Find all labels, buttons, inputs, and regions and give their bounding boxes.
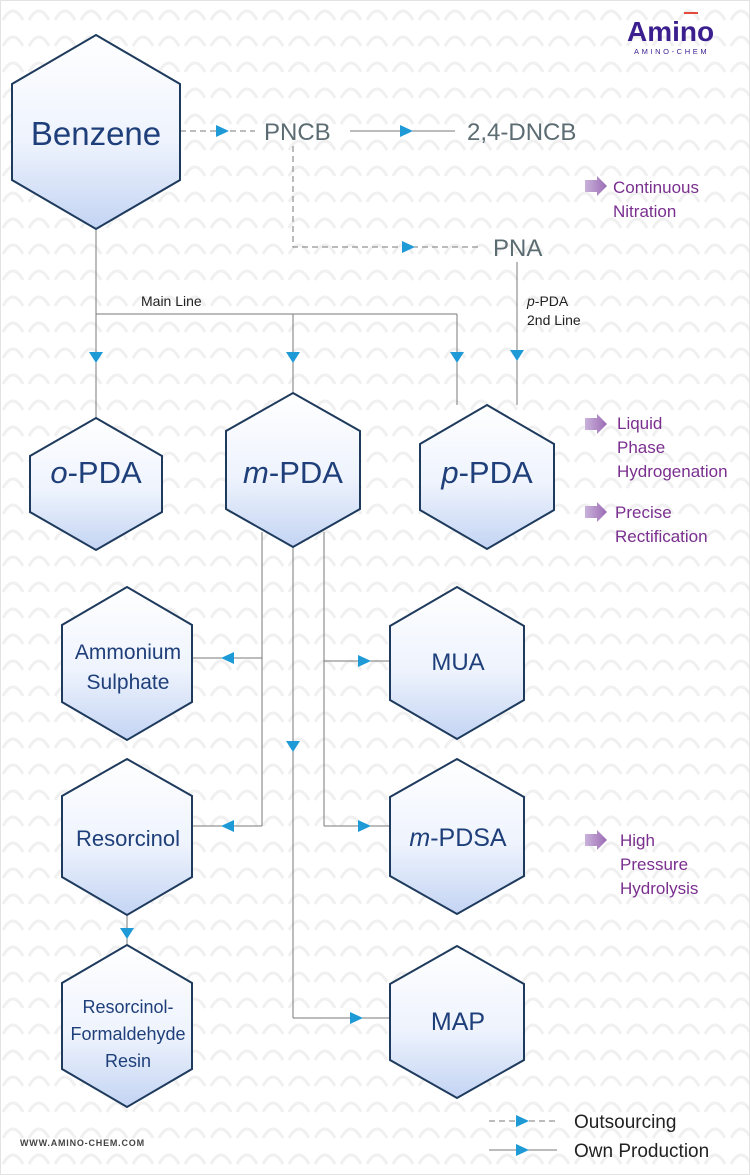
legend-outsourcing-label: Outsourcing	[574, 1112, 676, 1133]
mpdsa-node	[389, 757, 525, 916]
ammonium-sulphate-node	[61, 585, 193, 742]
legend-outsourcing-arrow	[516, 1115, 529, 1127]
hydrolysis-line1: High	[620, 831, 655, 850]
continuous-nitration-line1: Continuous	[613, 178, 699, 197]
process-arrow-icon	[585, 176, 607, 196]
arrow-head	[89, 352, 103, 363]
mua-node	[389, 585, 525, 741]
arrow-head	[400, 125, 413, 137]
pncb-label: PNCB	[264, 119, 331, 146]
arrow-head	[286, 741, 300, 752]
mua-label: MUA	[431, 649, 484, 676]
mpda-label: m-PDA	[243, 455, 343, 490]
arrow-head	[358, 655, 371, 667]
resin-label-line2: Formaldehyde	[70, 1024, 185, 1044]
legend-own-production-arrow	[516, 1144, 529, 1156]
connector-lines	[95, 130, 518, 1019]
opda-node	[29, 416, 163, 552]
opda-label: o-PDA	[50, 455, 142, 490]
rectification-line1: Precise	[615, 503, 672, 522]
arrow-head	[216, 125, 229, 137]
main-line-label: Main Line	[141, 293, 202, 309]
arrow-head	[120, 928, 134, 939]
hydrogenation-line1: Liquid	[617, 414, 662, 433]
brand-logo: Amino AMINO-CHEM	[627, 12, 714, 56]
benzene-node	[11, 33, 181, 231]
map-label: MAP	[431, 1008, 485, 1036]
resorcinol-node	[61, 757, 193, 917]
mpdsa-label: m-PDSA	[409, 824, 507, 852]
arrow-head	[286, 352, 300, 363]
resin-label-line3: Resin	[105, 1051, 151, 1071]
legend-own-production-label: Own Production	[574, 1141, 709, 1162]
arrow-head	[221, 652, 234, 664]
hydrogenation-line2: Phase	[617, 438, 665, 457]
logo-wordmark: Amino	[627, 16, 714, 47]
ammonium-label-line2: Sulphate	[87, 671, 170, 694]
arrow-heads	[89, 125, 524, 1024]
arrow-head	[358, 820, 371, 832]
ppda-line-label: p-PDA	[526, 293, 569, 309]
process-notes: Continuous Nitration Liquid Phase Hydrog…	[585, 176, 728, 898]
ppda-node	[419, 403, 555, 551]
process-arrow-icon	[585, 414, 607, 434]
legend: Outsourcing Own Production	[489, 1112, 709, 1162]
logo-subtitle: AMINO-CHEM	[634, 47, 709, 56]
continuous-nitration-line2: Nitration	[613, 202, 676, 221]
ppda-label: p-PDA	[440, 455, 533, 490]
website-url: WWW.AMINO-CHEM.COM	[20, 1138, 145, 1148]
hydrolysis-line3: Hydrolysis	[620, 879, 698, 898]
mpda-node	[225, 391, 361, 549]
hydrogenation-line3: Hydrogenation	[617, 462, 728, 481]
resin-label-line1: Resorcinol-	[82, 997, 173, 1017]
arrow-head	[221, 820, 234, 832]
dncb-label: 2,4-DNCB	[467, 119, 576, 146]
process-arrow-icon	[585, 502, 607, 522]
benzene-label: Benzene	[31, 115, 161, 152]
arrow-head	[402, 241, 415, 253]
resorcinol-label: Resorcinol	[76, 826, 180, 851]
rectification-line2: Rectification	[615, 527, 708, 546]
arrow-head	[450, 352, 464, 363]
resin-node	[61, 943, 193, 1109]
process-arrow-icon	[585, 830, 607, 850]
arrow-head	[510, 350, 524, 361]
ammonium-label-line1: Ammonium	[75, 641, 181, 664]
arrow-head	[350, 1012, 363, 1024]
second-line-label: 2nd Line	[527, 312, 581, 328]
pna-label: PNA	[493, 235, 542, 262]
hydrolysis-line2: Pressure	[620, 855, 688, 874]
map-node	[389, 944, 525, 1100]
